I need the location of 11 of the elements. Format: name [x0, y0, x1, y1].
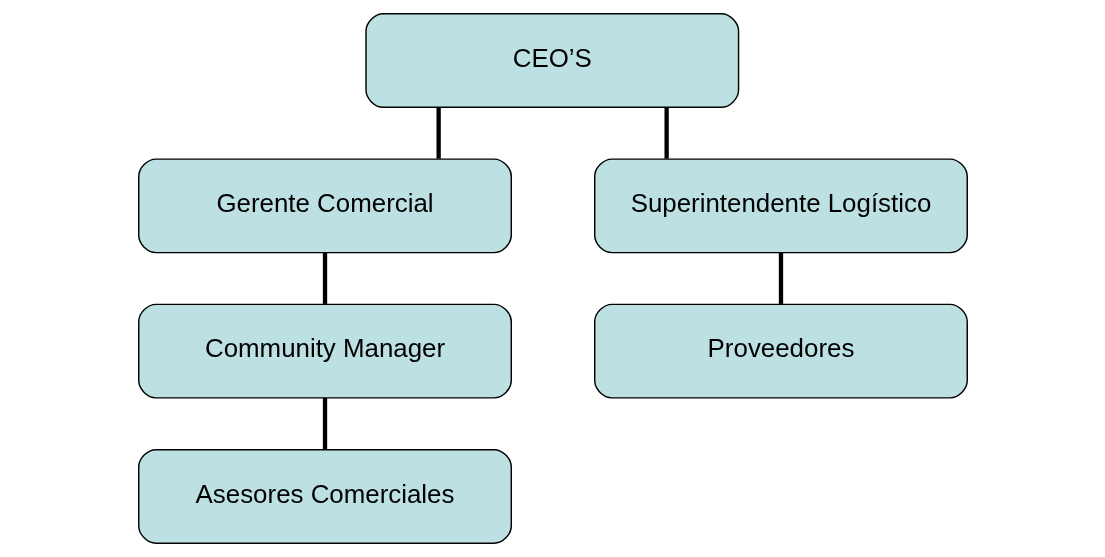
connector [663, 107, 669, 159]
connector [322, 252, 327, 304]
node-box: Proveedores [593, 303, 968, 399]
connector [778, 252, 783, 304]
connector [322, 397, 327, 450]
node-box: Gerente Comercial [137, 158, 512, 254]
node-box: Community Manager [137, 303, 512, 399]
node-box: CEO’S [364, 13, 739, 109]
connector [436, 107, 441, 159]
node-box: Superintendente Logístico [593, 158, 968, 254]
node-box: Asesores Comerciales [137, 448, 512, 544]
